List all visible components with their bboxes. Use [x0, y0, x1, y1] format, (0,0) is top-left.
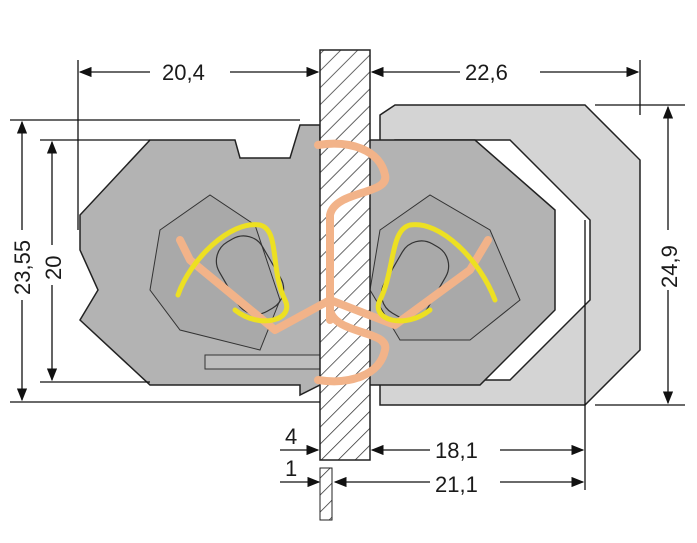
dim-contact-thickness: 1 — [285, 456, 297, 481]
copper-contact — [176, 139, 492, 386]
terminal-body — [79, 124, 556, 397]
dim-total-height: 23,55 — [10, 240, 35, 295]
wall-section — [319, 467, 333, 521]
dimension-lines — [10, 60, 685, 490]
dim-bracket-height: 24,9 — [657, 245, 682, 288]
dim-right-depth-inner: 18,1 — [435, 438, 478, 463]
dim-left-width: 20,4 — [162, 60, 205, 85]
dim-body-height: 20 — [41, 256, 66, 280]
clamp-springs — [175, 222, 498, 324]
dim-wall-thickness: 4 — [285, 424, 297, 449]
dim-right-depth-outer: 21,1 — [435, 472, 478, 497]
dim-right-width: 22,6 — [465, 60, 508, 85]
